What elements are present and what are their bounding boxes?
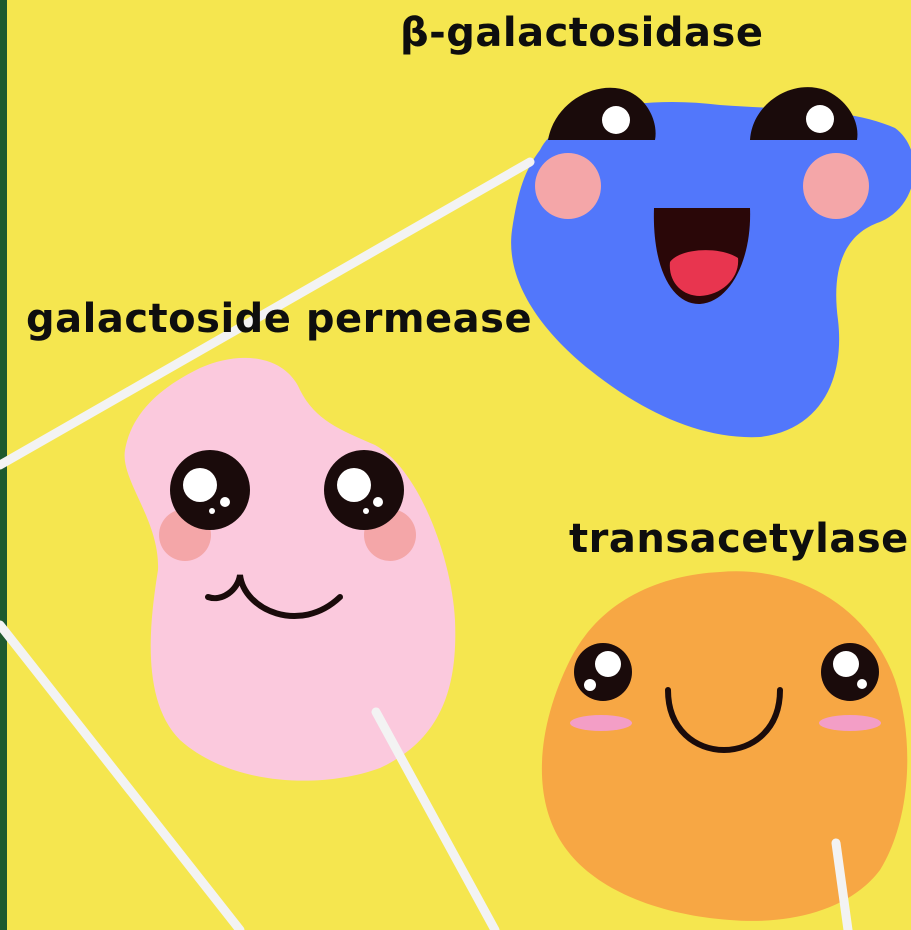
right-eye-sparkle [857,679,867,689]
left-eye-sparkle [220,497,230,507]
left-eye-sparkle [584,679,596,691]
right-eye-sparkle-small [363,508,369,514]
transacetylase-character [542,571,907,921]
left-eye-highlight [595,651,621,677]
right-eye-highlight [806,105,834,133]
beta-galactosidase-character [511,87,911,437]
orange-blob [542,571,907,921]
right-cheek [819,715,881,731]
right-eye-highlight [337,468,371,502]
pink-blob [125,358,456,781]
right-eye-sparkle [373,497,383,507]
left-eye [548,88,656,140]
left-eye-sparkle-small [209,508,215,514]
galactoside-permease-label: galactoside permease [26,296,532,342]
connector-line-permease [376,712,495,930]
left-eye-highlight [183,468,217,502]
left-eye-highlight [602,106,630,134]
right-eye [750,87,857,140]
galactoside-permease-character [125,358,456,781]
left-cheek [570,715,632,731]
left-cheek [535,153,601,219]
right-eye-highlight [833,651,859,677]
right-cheek [803,153,869,219]
transacetylase-label: transacetylase [569,516,909,562]
beta-galactosidase-label: β-galactosidase [400,10,763,56]
